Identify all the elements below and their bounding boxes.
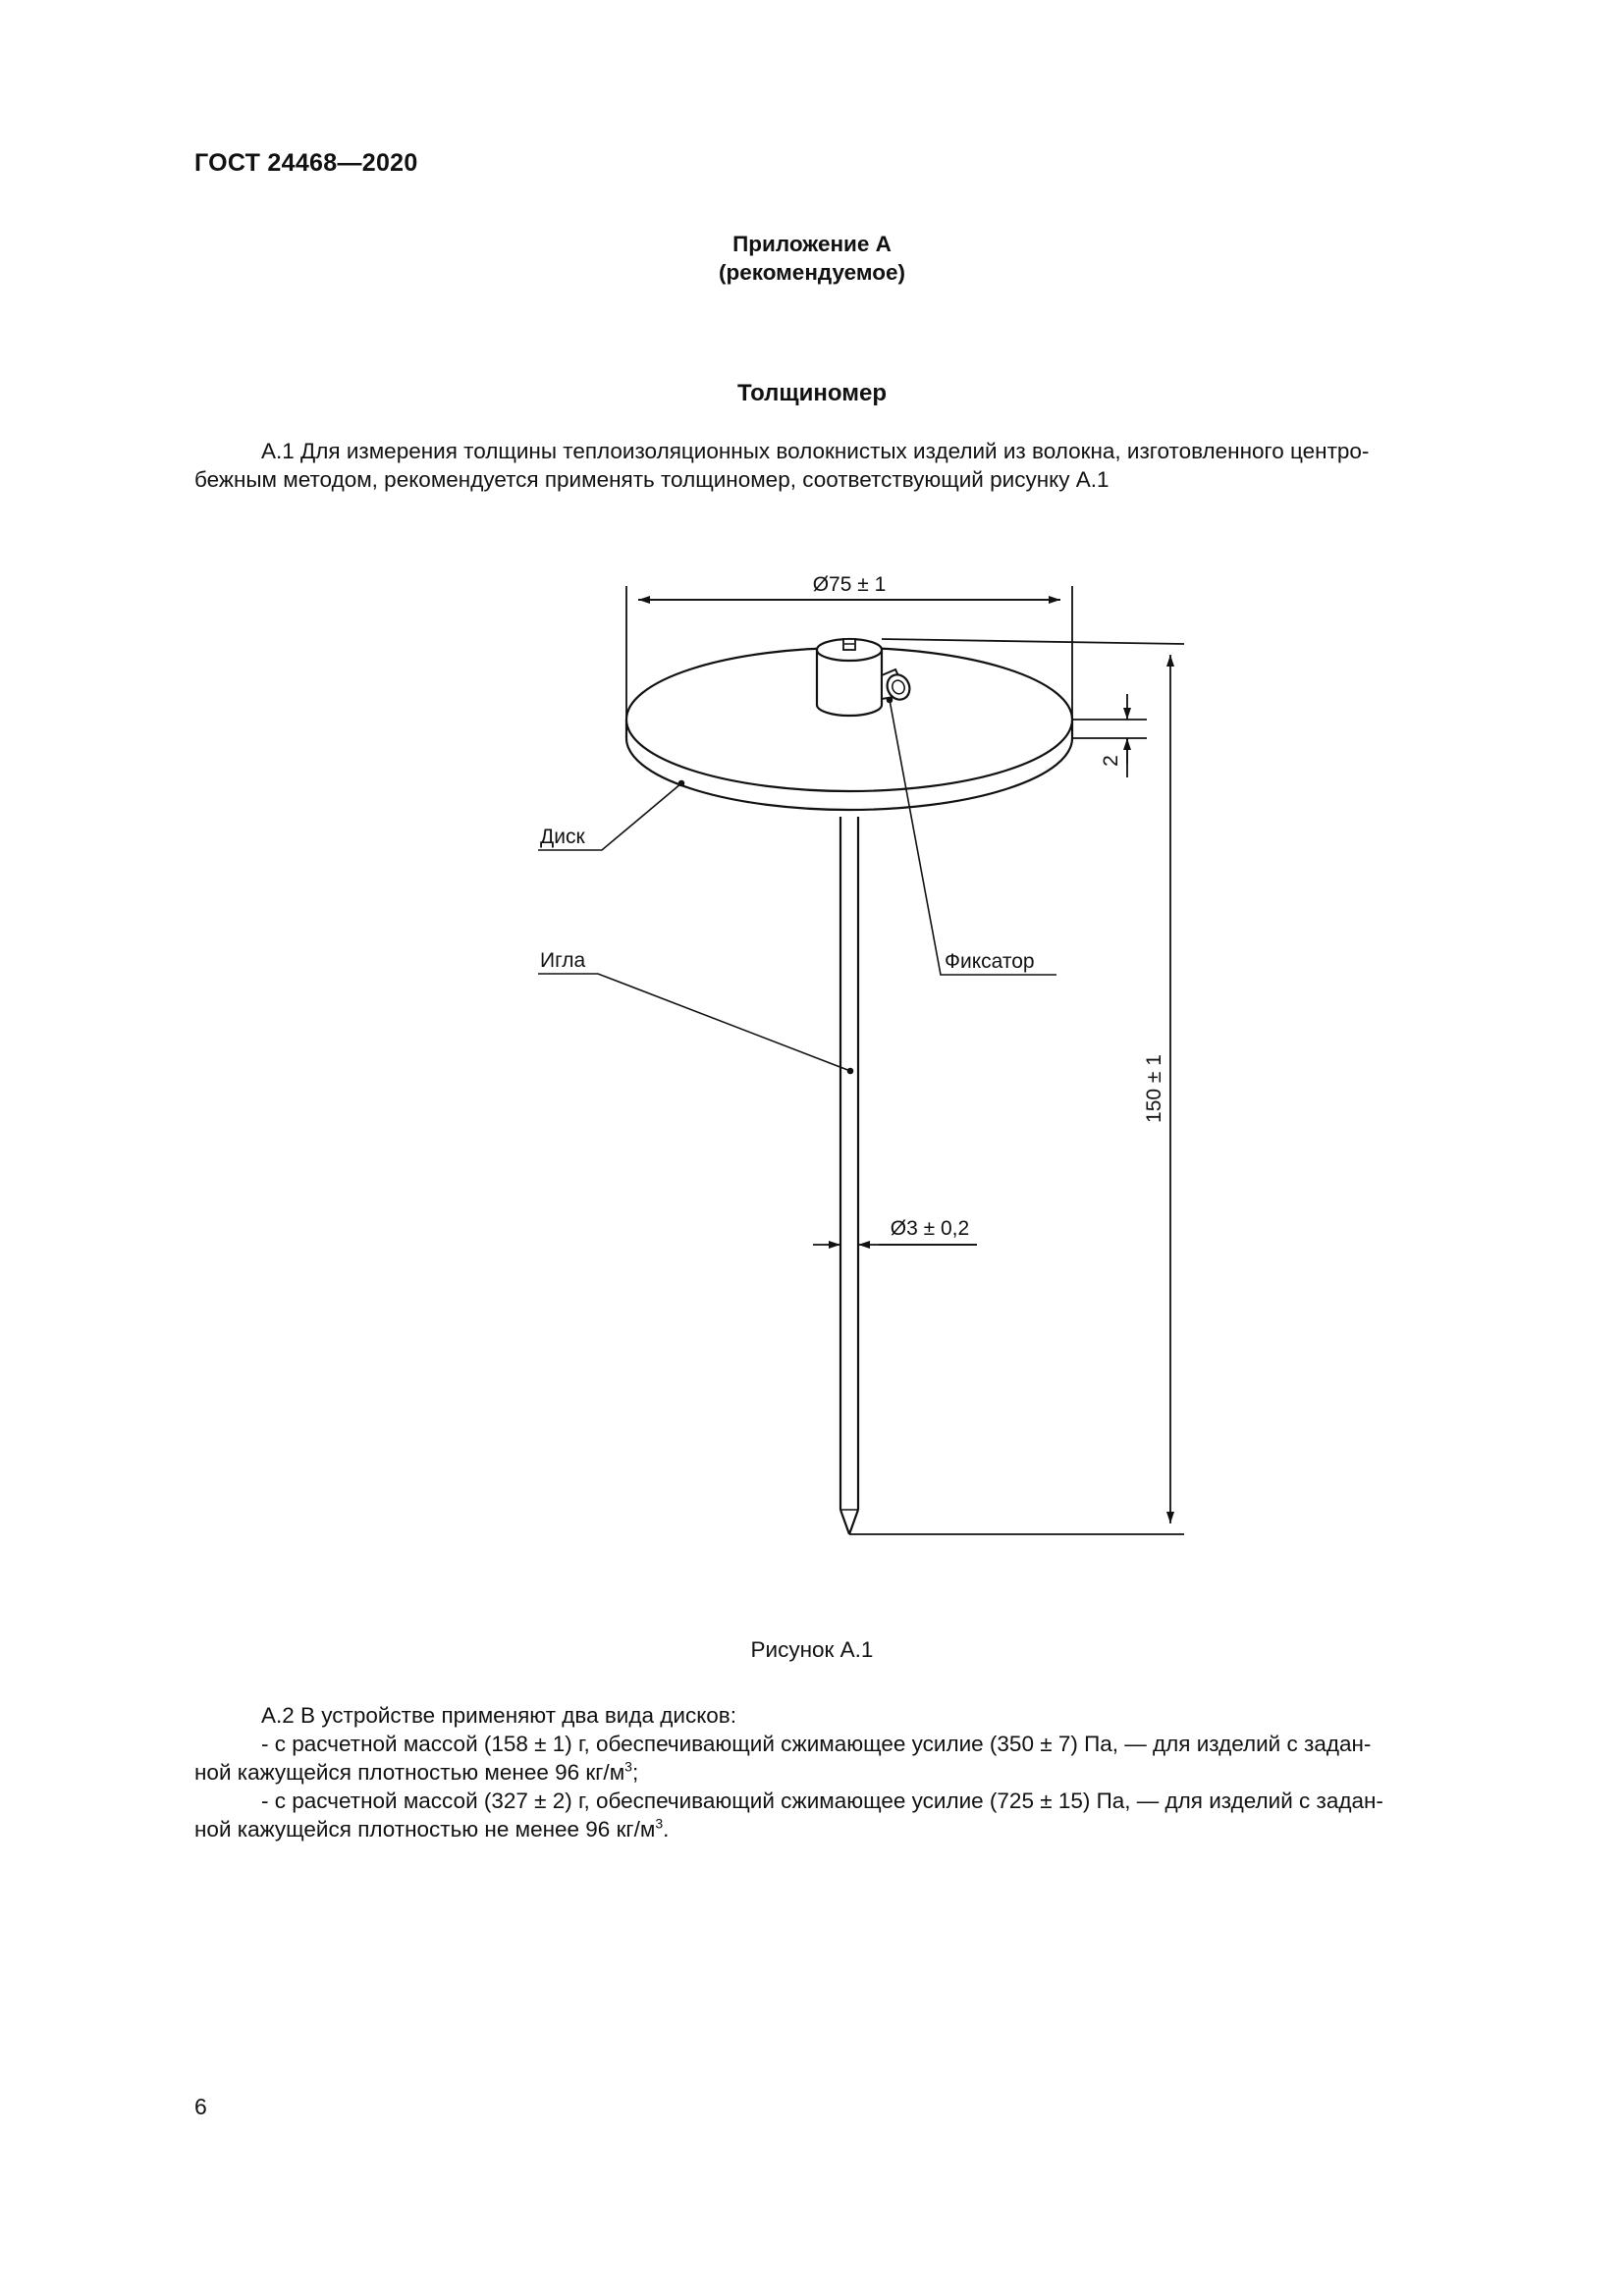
list-item-2-line1: - с расчетной массой (327 ± 2) г, обеспе… <box>261 1789 1383 1813</box>
list-item-2-text: ной кажущейся плотностью не менее 96 кг/… <box>194 1817 656 1842</box>
list-item-2-line2: ной кажущейся плотностью не менее 96 кг/… <box>194 1815 1508 1843</box>
page-number: 6 <box>194 2094 207 2119</box>
dimension-disk-diameter <box>625 586 1073 720</box>
dimension-disk-thickness-label: 2 <box>1100 755 1122 767</box>
superscript: 3 <box>624 1758 632 1775</box>
list-item-1-text: ной кажущейся плотностью менее 96 кг/м <box>194 1760 625 1785</box>
paragraph-a2-intro: А.2 В устройстве применяют два вида диск… <box>261 1703 737 1728</box>
label-disk: Диск <box>540 826 585 848</box>
dimension-needle-diameter-label: Ø3 ± 0,2 <box>891 1217 969 1240</box>
annex-title: Приложение А <box>732 232 892 256</box>
section-title: Толщиномер <box>736 380 888 406</box>
paragraph-a1-line2: бежным методом, рекомендуется применять … <box>194 467 1110 492</box>
punctuation: . <box>663 1817 670 1842</box>
label-needle: Игла <box>540 949 586 972</box>
list-item-1-line1: - с расчетной массой (158 ± 1) г, обеспе… <box>261 1732 1372 1756</box>
label-fixator: Фиксатор <box>945 950 1035 973</box>
dimension-total-height <box>849 638 1185 1535</box>
punctuation: ; <box>631 1760 639 1785</box>
leader-lines <box>538 696 1056 1075</box>
dimension-total-height-label: 150 ± 1 <box>1143 1054 1165 1123</box>
figure-caption: Рисунок А.1 <box>750 1637 874 1662</box>
paragraph-a2: А.2 В устройстве применяют два вида диск… <box>194 1701 1508 1843</box>
paragraph-a1: А.1 Для измерения толщины теплоизоляцион… <box>194 437 1508 494</box>
dimension-disk-thickness <box>1072 694 1147 777</box>
figure-thickness-gauge: Ø75 ± 1 2 150 ± 1 Ø3 ± 0,2 Диск Игла Фик… <box>538 573 1185 1535</box>
document-id: ГОСТ 24468—2020 <box>194 149 418 177</box>
paragraph-a1-line1: А.1 Для измерения толщины теплоизоляцион… <box>261 439 1370 463</box>
superscript: 3 <box>655 1815 664 1832</box>
needle-drawing <box>839 817 860 1535</box>
annex-status: (рекомендуемое) <box>719 260 905 285</box>
fixator-drawing <box>815 637 911 718</box>
dimension-disk-diameter-label: Ø75 ± 1 <box>813 573 887 596</box>
list-item-1-line2: ной кажущейся плотностью менее 96 кг/м3; <box>194 1758 1508 1787</box>
